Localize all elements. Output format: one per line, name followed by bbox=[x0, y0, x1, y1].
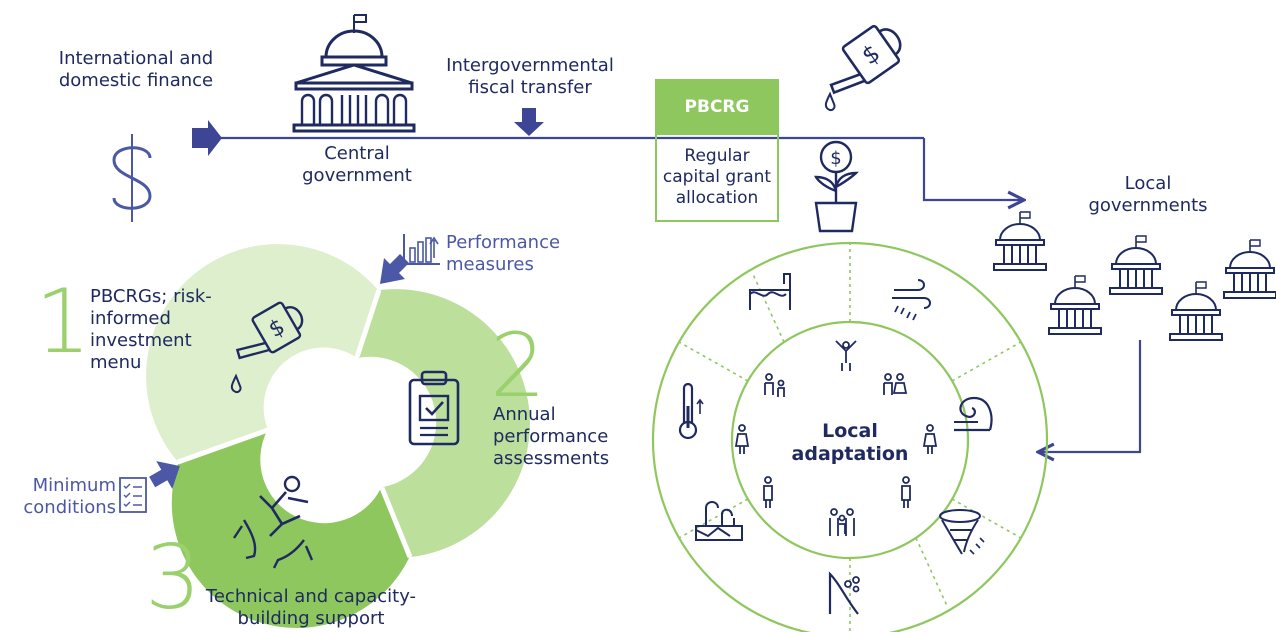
step-number-2: 2 bbox=[490, 314, 546, 417]
pbcrg-title: PBCRG bbox=[655, 79, 779, 135]
helping-hands-icon bbox=[233, 475, 314, 569]
finance-label: International and domestic finance bbox=[58, 48, 214, 91]
cycle-segment-2 bbox=[358, 289, 530, 557]
performance-measures-label: Performance measures bbox=[446, 232, 561, 275]
money-plant-icon: $ bbox=[814, 140, 859, 233]
step-1-label: PBCRGs; risk-informed investment menu bbox=[90, 286, 212, 373]
thermometer-icon bbox=[678, 382, 704, 440]
checklist-icon bbox=[119, 477, 147, 513]
chart-icon bbox=[403, 234, 440, 265]
svg-text:$: $ bbox=[830, 148, 841, 169]
conditions-arrow bbox=[149, 461, 180, 489]
step-2-label: Annual performance assessments bbox=[493, 404, 610, 469]
dollar-icon bbox=[112, 134, 152, 222]
government-building-icon bbox=[292, 14, 416, 133]
tornado-icon bbox=[939, 509, 985, 555]
flow-line-to-local bbox=[922, 138, 1022, 200]
central-government-label: Central government bbox=[302, 143, 412, 186]
cycle-segment-3 bbox=[171, 431, 409, 628]
people-icon bbox=[734, 340, 938, 536]
local-governments-label: Local governments bbox=[1088, 173, 1208, 216]
transfer-arrow bbox=[514, 108, 544, 136]
flood-icon bbox=[749, 273, 791, 310]
local-adaptation-label: Local adaptation bbox=[791, 420, 909, 465]
wave-icon bbox=[954, 396, 993, 432]
minimum-conditions-label: Minimum conditions bbox=[23, 475, 116, 518]
water-drop-icon bbox=[824, 91, 836, 112]
fiscal-transfer-label: Intergovernmental fiscal transfer bbox=[446, 55, 614, 98]
flow-line-to-adaptation bbox=[1040, 340, 1142, 452]
local-government-building-icon bbox=[993, 211, 1276, 341]
step-number-1: 1 bbox=[35, 270, 91, 373]
drought-icon bbox=[695, 501, 743, 541]
entry-arrow bbox=[192, 120, 222, 156]
svg-text:$: $ bbox=[857, 39, 886, 71]
adaptation-wheel bbox=[651, 241, 1049, 632]
watering-can-icon: $ bbox=[829, 24, 902, 95]
landslide-icon bbox=[828, 571, 860, 615]
step-number-3: 3 bbox=[145, 526, 201, 629]
wind-rain-icon bbox=[892, 279, 931, 321]
clipboard-icon bbox=[408, 370, 460, 446]
step-3-label: Technical and capacity-building support bbox=[205, 586, 417, 629]
performance-arrow bbox=[380, 254, 409, 284]
pbcrg-body: Regular capital grant allocation bbox=[655, 135, 779, 222]
water-drop-icon bbox=[230, 373, 242, 394]
